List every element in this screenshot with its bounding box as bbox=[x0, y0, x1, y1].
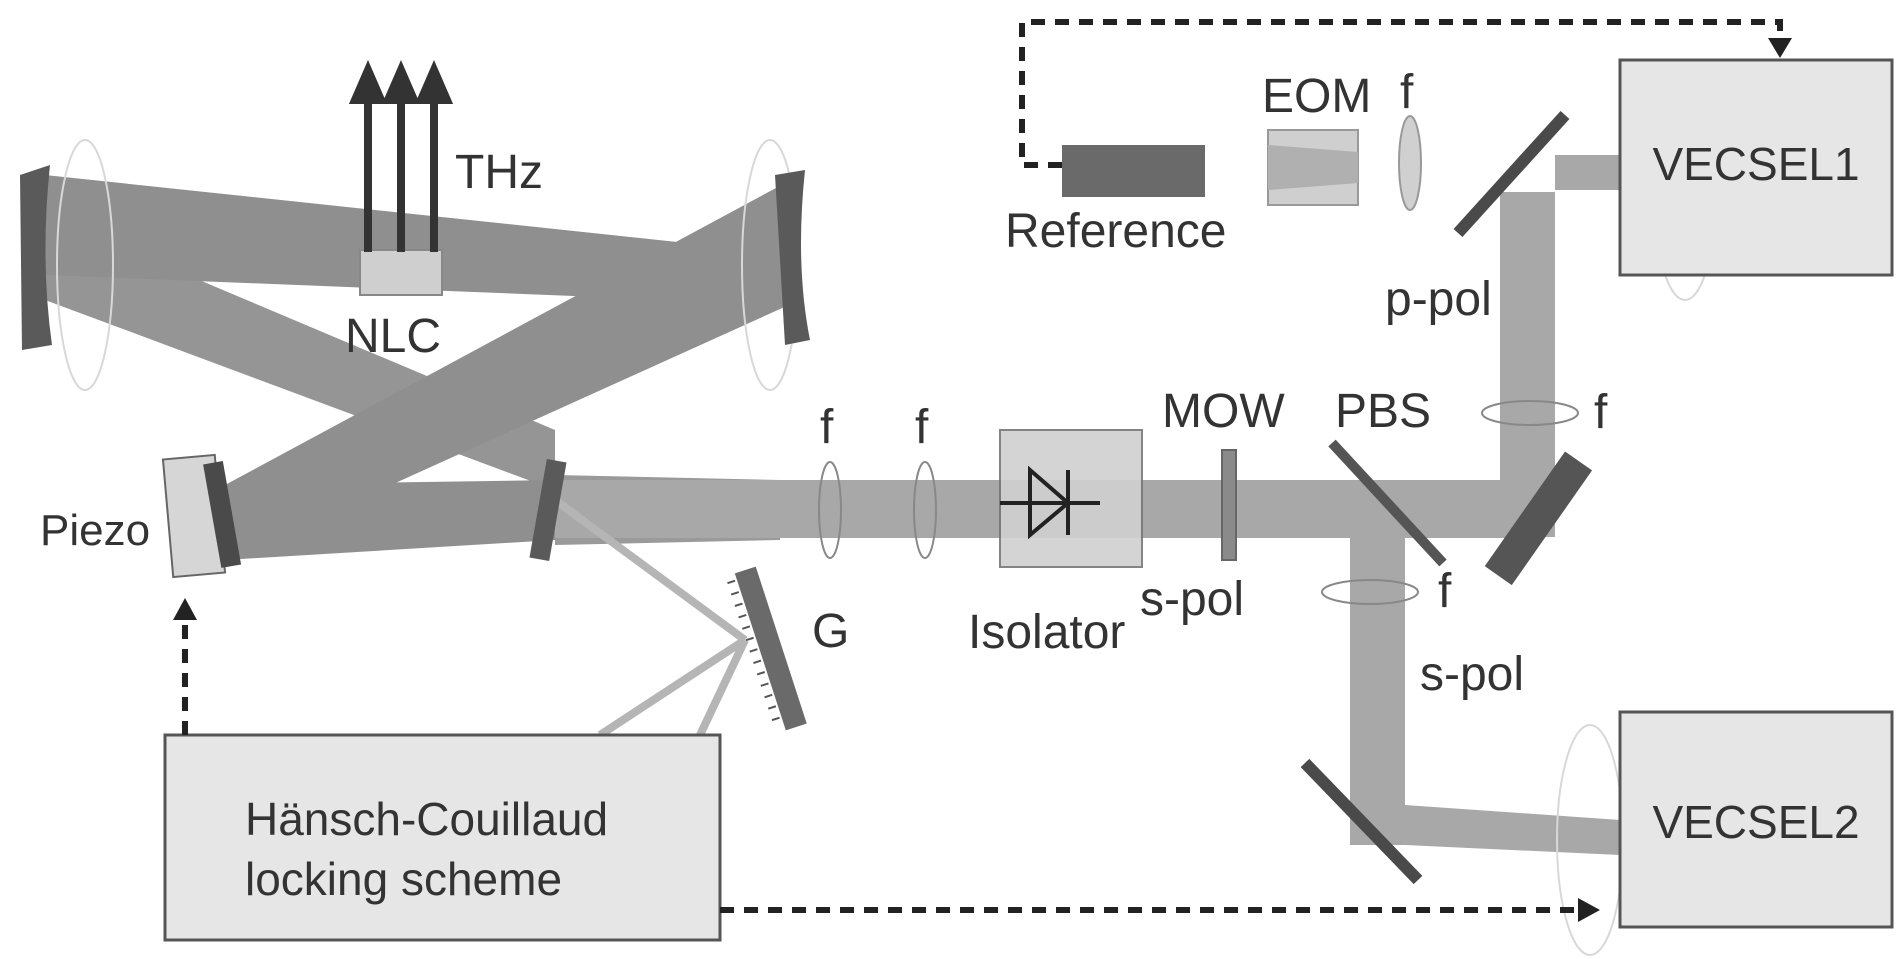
hc-label-line2: locking scheme bbox=[245, 853, 562, 905]
lens-2 bbox=[913, 461, 937, 559]
label-pbs: PBS bbox=[1335, 385, 1431, 438]
label-f-lens1: f bbox=[820, 401, 834, 454]
pickoff-beams bbox=[552, 496, 749, 739]
label-thz: THz bbox=[455, 146, 543, 199]
eom bbox=[1267, 129, 1359, 206]
isolator bbox=[999, 429, 1143, 568]
label-p-pol: p-pol bbox=[1385, 273, 1492, 326]
lens-pbs-up bbox=[1481, 400, 1579, 426]
piezo-mirror bbox=[203, 461, 242, 568]
label-f-lens2: f bbox=[915, 401, 929, 454]
thz-arrows bbox=[348, 59, 454, 252]
label-piezo: Piezo bbox=[40, 506, 150, 555]
vecsel1-box: VECSEL1 bbox=[1618, 58, 1894, 277]
label-f-eom: f bbox=[1400, 66, 1414, 119]
feedback-arrows bbox=[182, 19, 1783, 913]
nlc-crystal bbox=[359, 249, 443, 296]
reference-laser bbox=[1062, 145, 1205, 197]
fold-mirror-bottom bbox=[1300, 758, 1423, 885]
cavity-mirror-right bbox=[775, 170, 810, 345]
hc-label-line1: Hänsch-Couillaud bbox=[245, 793, 608, 845]
arrowheads bbox=[173, 38, 1792, 922]
label-reference: Reference bbox=[1005, 205, 1226, 258]
pbs bbox=[1328, 439, 1447, 567]
hc-locking-box: Hänsch-Couillaud locking scheme bbox=[163, 733, 722, 942]
label-f-pbs-down: f bbox=[1438, 565, 1452, 618]
vecsel2-label: VECSEL2 bbox=[1652, 796, 1859, 848]
label-mow: MOW bbox=[1162, 385, 1285, 438]
label-grating: G bbox=[812, 605, 849, 658]
grating bbox=[727, 566, 807, 731]
label-nlc: NLC bbox=[345, 310, 441, 363]
label-s-pol-mow: s-pol bbox=[1140, 573, 1244, 626]
cavity-mirror-left bbox=[20, 165, 52, 350]
label-s-pol-down: s-pol bbox=[1420, 648, 1524, 701]
fold-mirror-right bbox=[1484, 451, 1593, 586]
label-isolator: Isolator bbox=[968, 606, 1125, 659]
mow-plate bbox=[1221, 449, 1237, 561]
lens-eom bbox=[1398, 115, 1422, 211]
lens-1 bbox=[818, 461, 842, 559]
output-coupler bbox=[529, 459, 567, 561]
lens-pbs-down bbox=[1321, 579, 1419, 605]
vecsel2-box: VECSEL2 bbox=[1618, 710, 1894, 929]
fold-mirror-top bbox=[1453, 110, 1570, 238]
label-f-pbs-up: f bbox=[1594, 386, 1608, 439]
vecsel1-label: VECSEL1 bbox=[1652, 138, 1859, 190]
label-eom: EOM bbox=[1262, 70, 1371, 123]
